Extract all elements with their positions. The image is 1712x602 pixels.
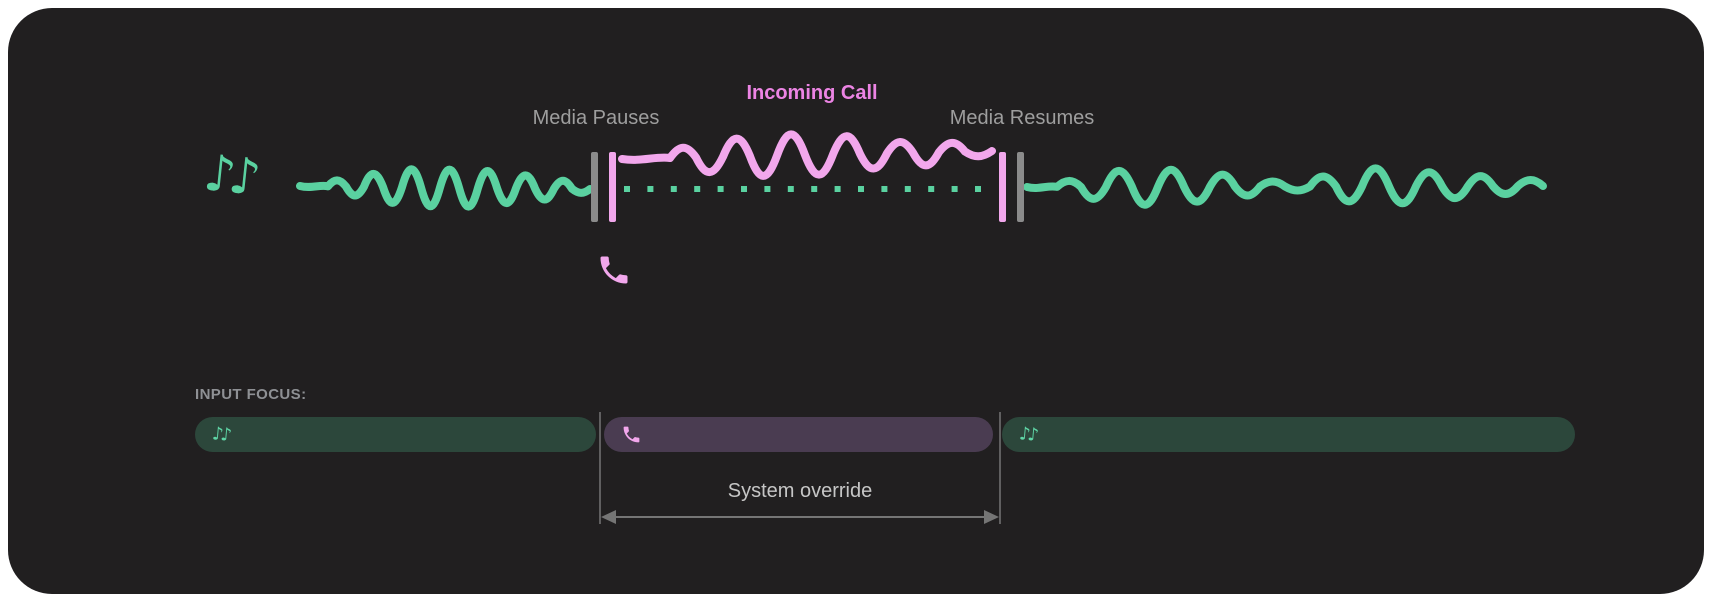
pause-marker-pink-bar [609,152,616,222]
incoming-call-waveform [618,130,996,180]
focus-bar-media-after: ♪♪ [1002,417,1575,452]
music-notes-icon: ♪♪ [201,143,257,207]
resume-marker-pink-bar [999,152,1006,222]
incoming-call-label: Incoming Call [746,82,878,104]
resume-marker-gray-bar [1017,152,1024,222]
focus-bar-call [604,417,993,452]
media-waveform-after [1023,164,1547,209]
arrow-head-left-icon [601,510,616,524]
system-override-label: System override [727,480,873,502]
focus-bar-media-before: ♪♪ [195,417,596,452]
media-waveform-before [296,165,594,211]
music-notes-icon: ♪♪ [1018,422,1037,446]
phone-icon [621,424,642,445]
media-resumes-label: Media Resumes [949,107,1095,129]
arrow-head-right-icon [984,510,999,524]
diagram-card [8,8,1704,594]
media-pauses-label: Media Pauses [532,107,660,129]
phone-icon [600,256,628,284]
pause-marker-gray-bar [591,152,598,222]
music-notes-icon: ♪♪ [211,422,230,446]
input-focus-heading: INPUT FOCUS: [195,386,307,403]
